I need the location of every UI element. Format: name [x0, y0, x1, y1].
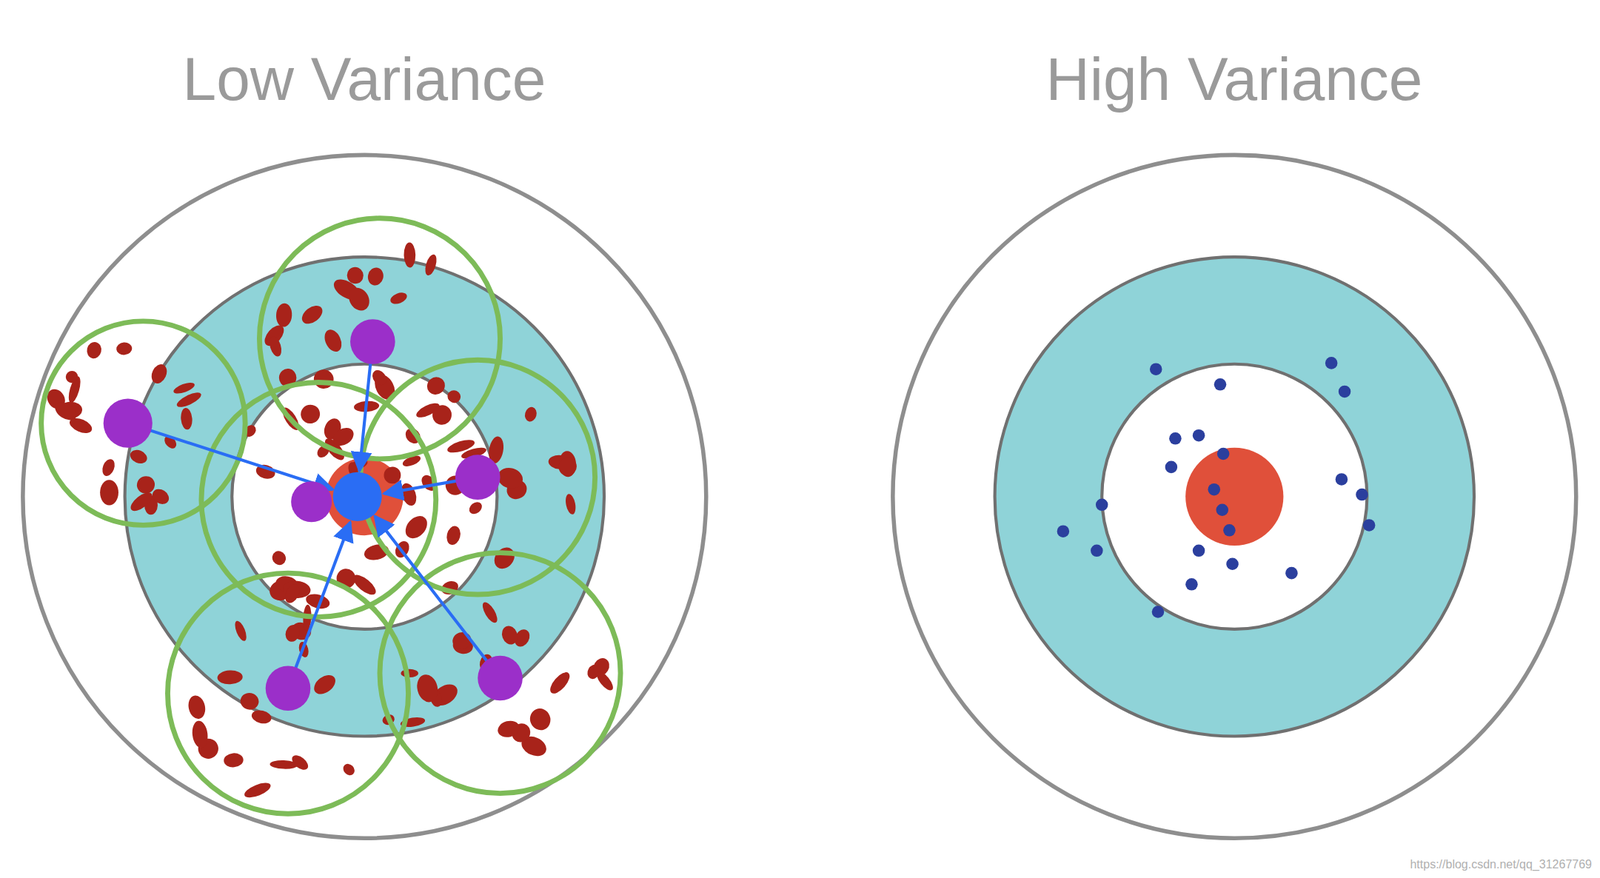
red-point: [564, 493, 578, 516]
red-point: [369, 367, 390, 388]
red-point: [298, 302, 326, 328]
red-point: [398, 481, 420, 508]
red-point: [99, 457, 117, 479]
panel-heading: Low Variance: [182, 48, 547, 110]
red-point: [299, 402, 323, 426]
red-point: [115, 342, 133, 357]
red-point: [267, 334, 284, 358]
red-point: [222, 752, 244, 768]
red-point: [444, 524, 463, 547]
red-point: [282, 581, 303, 606]
red-point: [149, 486, 172, 508]
red-point: [250, 708, 273, 726]
red-point: [547, 669, 574, 697]
watermark: https://blog.csdn.net/qq_31267769: [1409, 858, 1592, 871]
red-point: [467, 499, 485, 517]
red-point: [380, 463, 405, 488]
red-point: [345, 284, 374, 315]
red-points: [43, 242, 617, 801]
red-point: [232, 619, 249, 643]
red-point: [527, 705, 554, 733]
red-point: [191, 720, 210, 750]
red-point: [403, 242, 416, 268]
red-point: [340, 761, 357, 779]
red-point: [423, 373, 449, 398]
low-variance-target: [22, 154, 707, 839]
panel-heading: High Variance: [1046, 48, 1424, 110]
red-point: [174, 389, 203, 410]
red-point: [414, 672, 442, 705]
red-point: [313, 368, 334, 390]
red-point: [445, 387, 463, 405]
red-point: [67, 415, 95, 437]
red-point: [179, 407, 194, 431]
red-point: [431, 404, 454, 426]
red-point: [310, 671, 339, 699]
red-point: [422, 253, 439, 277]
blue-mean-point: [333, 472, 383, 522]
red-point: [99, 479, 119, 505]
red-point: [127, 489, 155, 515]
blue-points: [1057, 356, 1376, 619]
red-point: [496, 718, 522, 740]
red-point: [269, 548, 289, 568]
red-point: [523, 405, 539, 423]
red-point: [242, 780, 273, 802]
red-point: [62, 368, 80, 386]
red-point: [239, 691, 261, 712]
red-point: [329, 424, 357, 451]
red-point: [388, 290, 409, 306]
blue-arrows: [128, 341, 501, 688]
red-point: [555, 453, 581, 480]
red-point: [365, 265, 386, 288]
red-point: [128, 447, 149, 466]
red-point: [283, 623, 303, 645]
red-point: [275, 302, 293, 328]
red-point: [269, 759, 298, 770]
green-circles: [41, 218, 621, 814]
red-point: [479, 600, 500, 626]
red-point: [172, 380, 197, 397]
red-point: [593, 669, 617, 694]
red-point: [321, 327, 346, 355]
purple-points: [103, 319, 523, 711]
red-point: [490, 543, 519, 573]
red-point: [85, 340, 103, 360]
red-point: [216, 670, 243, 685]
red-point: [344, 265, 366, 287]
high-variance-target: [892, 154, 1577, 839]
red-point: [186, 693, 209, 721]
red-point: [499, 624, 521, 648]
red-point: [148, 362, 170, 386]
